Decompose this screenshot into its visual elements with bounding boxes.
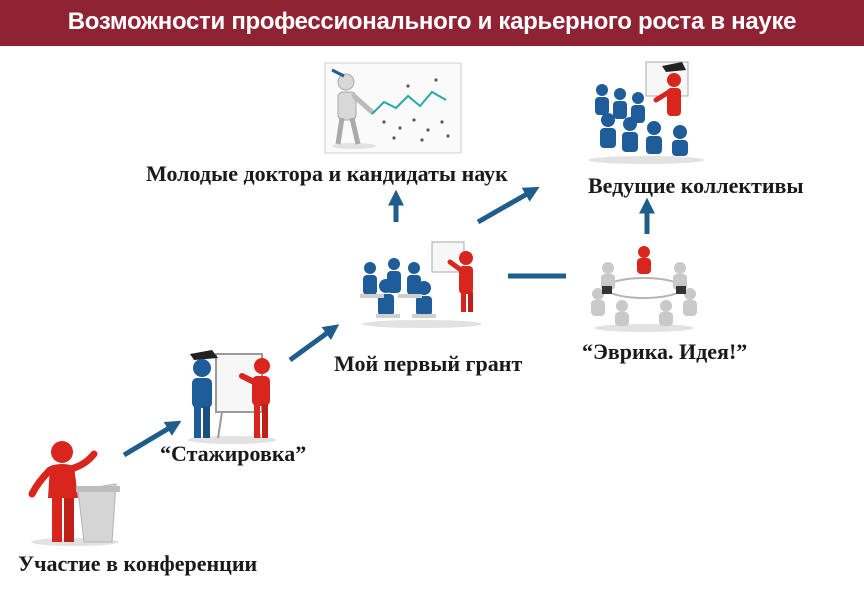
arrow-internship-to-grant — [288, 324, 340, 363]
arrow-conference-to-internship — [122, 420, 182, 458]
stage-label-young-doctors: Молодые доктора и кандидаты наук — [146, 161, 508, 186]
teacher-at-whiteboard-icon — [188, 350, 276, 444]
arrow-grant-to-leading-teams — [476, 186, 540, 225]
stage-label-eureka: “Эврика. Идея!” — [582, 339, 748, 364]
stage-label-leading-teams: Ведущие коллективы — [588, 173, 804, 198]
round-table-meeting-icon — [591, 246, 697, 332]
speaker-at-podium-icon — [28, 441, 120, 546]
stage-label-internship: “Стажировка” — [160, 441, 307, 466]
page-title: Возможности профессионального и карьерно… — [0, 0, 864, 46]
audience-lecture-icon — [588, 61, 704, 164]
classroom-presentation-icon — [360, 241, 482, 328]
stage-label-conference: Участие в конференции — [18, 551, 258, 576]
researcher-chart-icon — [324, 62, 462, 154]
stage-label-first-grant: Мой первый грант — [334, 351, 523, 376]
